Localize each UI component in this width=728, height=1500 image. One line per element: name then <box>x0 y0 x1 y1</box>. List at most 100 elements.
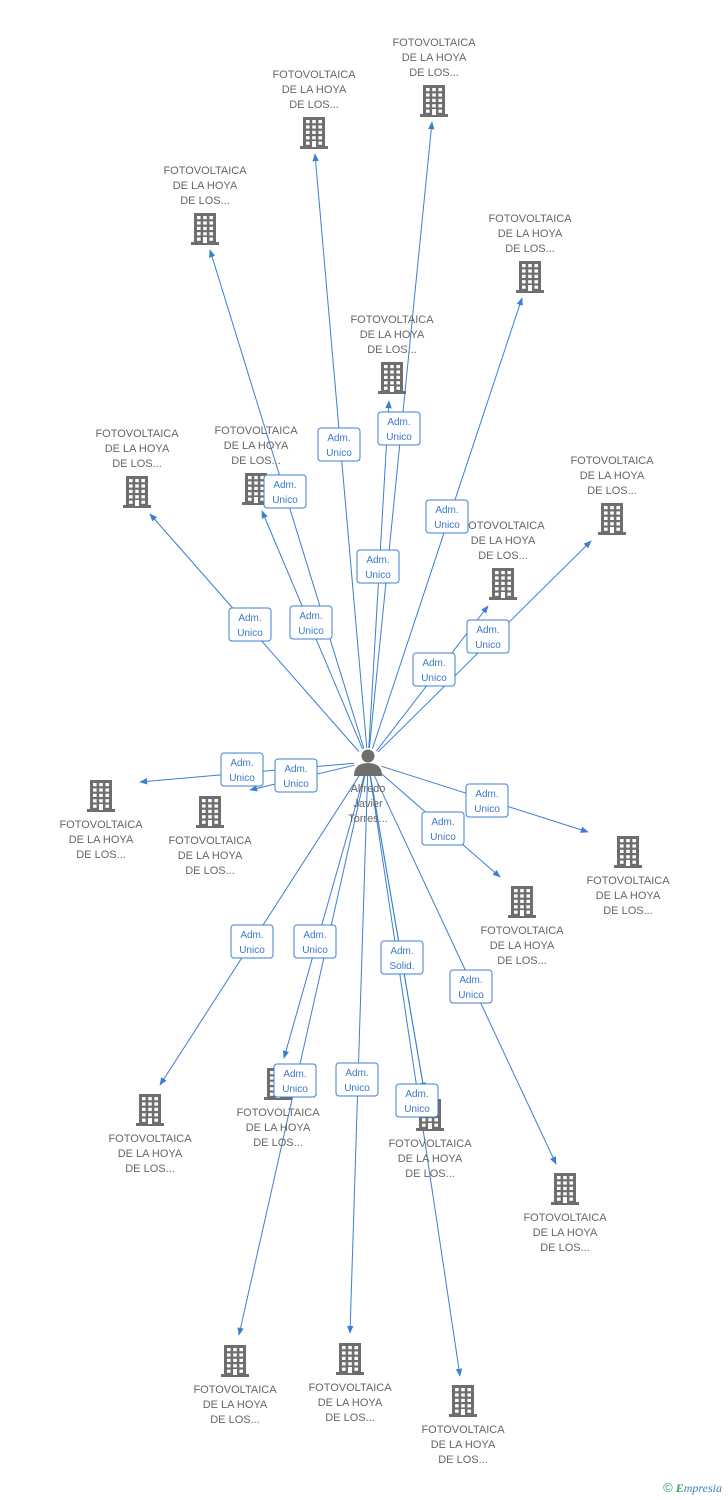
building-icon <box>614 836 642 868</box>
edge-role-label[interactable]: Adm.Unico <box>289 605 333 640</box>
edge-role-label[interactable]: Adm.Unico <box>220 752 264 787</box>
role-text: Adm.Unico <box>474 789 500 815</box>
building-icon <box>551 1173 579 1205</box>
edge-role-label[interactable]: Adm.Unico <box>293 924 337 959</box>
edge-role-label[interactable]: Adm.Unico <box>263 474 307 509</box>
building-icon <box>123 476 151 508</box>
copyright-symbol: © <box>663 1480 673 1495</box>
role-text: Adm.Unico <box>386 417 412 443</box>
edge-role-label[interactable]: Adm.Unico <box>273 1063 317 1098</box>
edge-labels-layer: Adm.UnicoAdm.UnicoAdm.UnicoAdm.UnicoAdm.… <box>220 411 510 1118</box>
edge-role-label[interactable]: Adm.Unico <box>465 783 509 818</box>
edge-role-label[interactable]: Adm.Unico <box>274 758 318 793</box>
building-icon <box>449 1385 477 1417</box>
building-icon <box>598 503 626 535</box>
edge-line <box>237 775 366 1336</box>
edge-role-label[interactable]: Adm.Unico <box>421 811 465 846</box>
role-text: Adm.Unico <box>237 613 263 639</box>
edge-role-label[interactable]: Adm.Unico <box>317 427 361 462</box>
building-icon <box>420 85 448 117</box>
edge-role-label[interactable]: Adm.Unico <box>395 1083 439 1118</box>
edge-role-label[interactable]: Adm.Unico <box>228 607 272 642</box>
role-text: Adm.Unico <box>430 817 456 843</box>
role-text: Adm.Unico <box>458 975 484 1001</box>
building-icon <box>508 886 536 918</box>
edge-line <box>347 775 369 1334</box>
edge-role-label[interactable]: Adm.Unico <box>335 1062 379 1097</box>
role-text: Adm.Unico <box>404 1089 430 1115</box>
role-text: Adm.Unico <box>434 505 460 531</box>
building-icon <box>489 568 517 600</box>
edges-layer <box>139 121 592 1377</box>
role-text: Adm.Unico <box>365 555 391 581</box>
role-text: Adm.Solid. <box>389 946 414 972</box>
role-text: Adm.Unico <box>272 480 298 506</box>
building-icon <box>336 1343 364 1375</box>
building-icon <box>242 473 270 505</box>
edge-role-label[interactable]: Adm.Solid. <box>380 940 424 975</box>
building-icon <box>300 117 328 149</box>
role-text: Adm.Unico <box>421 658 447 684</box>
footer-brand[interactable]: © Empresia <box>663 1480 722 1496</box>
role-text: Adm.Unico <box>282 1069 308 1095</box>
building-icon <box>87 780 115 812</box>
edge-role-label[interactable]: Adm.Unico <box>377 411 421 446</box>
edge-role-label[interactable]: Adm.Unico <box>449 969 493 1004</box>
building-icon <box>221 1345 249 1377</box>
edge-role-label[interactable]: Adm.Unico <box>230 924 274 959</box>
person-icon <box>354 749 382 776</box>
edge-role-label[interactable]: Adm.Unico <box>412 652 456 687</box>
building-icon <box>378 362 406 394</box>
role-text: Adm.Unico <box>298 611 324 637</box>
building-icon <box>516 261 544 293</box>
building-icon <box>136 1094 164 1126</box>
building-icon <box>191 213 219 245</box>
edge-role-label[interactable]: Adm.Unico <box>356 549 400 584</box>
edge-role-label[interactable]: Adm.Unico <box>466 619 510 654</box>
role-text: Adm.Unico <box>283 764 309 790</box>
role-text: Adm.Unico <box>344 1068 370 1094</box>
edge-line <box>369 775 426 1091</box>
edge-role-label[interactable]: Adm.Unico <box>425 499 469 534</box>
